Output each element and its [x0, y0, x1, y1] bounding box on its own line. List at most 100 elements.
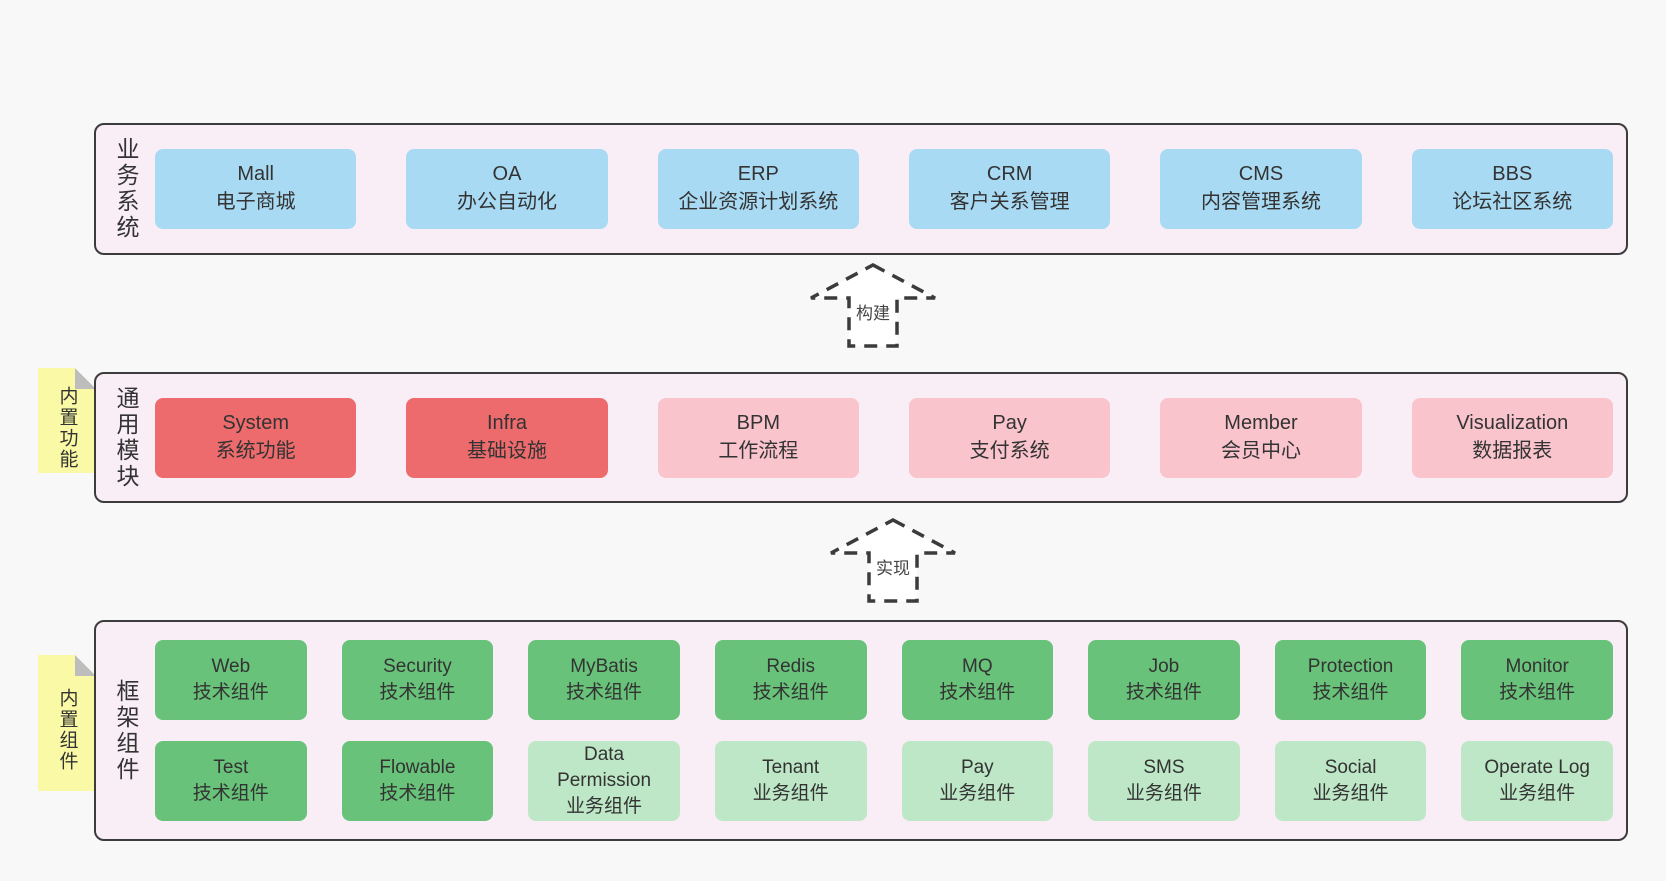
box-title: Infra [486, 411, 527, 434]
box-subtitle: 会员中心 [1220, 439, 1301, 462]
diagram-box-web: Web 技术组件 [155, 640, 307, 720]
box-title: Web [211, 655, 251, 677]
box-title: BPM [736, 411, 780, 434]
box-subtitle: 技术组件 [1312, 682, 1389, 703]
box-title: Mall [237, 163, 274, 186]
box-subtitle: 技术组件 [939, 682, 1016, 703]
box-title: CMS [1238, 163, 1284, 186]
box-title: Operate Log [1484, 756, 1590, 778]
box-subtitle: 工作流程 [718, 439, 799, 462]
box-subtitle: 客户关系管理 [949, 191, 1070, 213]
implement-up-arrow: 实现 [828, 517, 958, 605]
box-subtitle: 业务组件 [1125, 783, 1202, 804]
box-subtitle: 技术组件 [192, 783, 269, 804]
box-title: Social [1324, 756, 1377, 778]
box-subtitle: 业务组件 [752, 783, 829, 804]
box-subtitle: 论坛社区系统 [1452, 191, 1573, 213]
sticky-note-label: 内置组件 [56, 688, 78, 772]
box-title: Pay [992, 411, 1027, 434]
diagram-box-system: System 系统功能 [155, 397, 357, 478]
box-subtitle: 业务组件 [1499, 783, 1576, 804]
diagram-box-mybatis: MyBatis 技术组件 [528, 640, 680, 720]
sticky-note-builtin-components: 内置组件 [38, 655, 96, 791]
panel-side-label: 业务系统 [113, 137, 139, 241]
diagram-box-test: Test 技术组件 [155, 741, 307, 821]
box-title: SMS [1143, 756, 1185, 778]
diagram-box-mq: MQ 技术组件 [901, 640, 1054, 720]
box-subtitle: 支付系统 [969, 439, 1050, 462]
box-subtitle: 技术组件 [379, 783, 456, 804]
diagram-box-flowable: Flowable 技术组件 [341, 741, 494, 821]
box-subtitle: 业务组件 [939, 783, 1016, 804]
build-up-arrow: 构建 [808, 262, 938, 350]
box-title: Redis [766, 655, 815, 677]
diagram-box-tenant: Tenant 业务组件 [714, 741, 867, 821]
framework-row-1: Web 技术组件 Security 技术组件 MyBatis 技术组件 Redi… [155, 640, 1613, 720]
framework-components-rows: Web 技术组件 Security 技术组件 MyBatis 技术组件 Redi… [155, 622, 1613, 839]
box-subtitle: 内容管理系统 [1200, 191, 1321, 213]
box-title: Test [213, 756, 249, 778]
box-title: Flowable [379, 756, 456, 778]
box-subtitle: 业务组件 [566, 796, 643, 818]
box-title: Protection [1307, 655, 1394, 677]
box-subtitle: 技术组件 [566, 682, 643, 703]
diagram-box-job: Job 技术组件 [1088, 640, 1240, 720]
diagram-box-member: Member 会员中心 [1160, 397, 1362, 478]
box-subtitle: 办公自动化 [456, 191, 557, 213]
diagram-box-erp: ERP 企业资源计划系统 [657, 149, 859, 229]
box-title: Security [383, 655, 452, 677]
box-title: MQ [962, 655, 993, 677]
diagram-box-mall: Mall 电子商城 [155, 149, 357, 229]
diagram-box-bpm: BPM 工作流程 [657, 397, 859, 478]
diagram-box-visualization: Visualization 数据报表 [1411, 397, 1613, 478]
box-title: Visualization [1456, 411, 1569, 434]
box-subtitle: 数据报表 [1472, 439, 1553, 462]
common-modules-panel: 通用模块 System 系统功能 Infra 基础设施 BPM 工作流程 Pay… [94, 372, 1628, 503]
sticky-note-label: 内置功能 [56, 385, 78, 470]
diagram-box-sms: SMS 业务组件 [1088, 741, 1240, 821]
folded-corner-icon [75, 655, 96, 676]
diagram-box-operate-log: Operate Log 业务组件 [1461, 741, 1613, 821]
diagram-box-crm: CRM 客户关系管理 [908, 149, 1111, 229]
panel-side-label: 通用模块 [113, 385, 139, 490]
framework-row-2: Test 技术组件 Flowable 技术组件 Data Permission … [155, 741, 1613, 821]
box-subtitle: 系统功能 [215, 439, 296, 462]
diagram-box-security: Security 技术组件 [341, 640, 494, 720]
box-title: OA [492, 163, 522, 186]
framework-components-panel: 框架组件 Web 技术组件 Security 技术组件 MyBatis 技术组件… [94, 620, 1628, 841]
box-subtitle: 基础设施 [466, 439, 547, 462]
box-title: System [222, 411, 289, 434]
diagram-box-social: Social 业务组件 [1274, 741, 1427, 821]
arrow-label: 构建 [853, 299, 893, 324]
box-title: Pay [960, 756, 994, 778]
diagram-box-pay: Pay 支付系统 [908, 397, 1111, 478]
sticky-note-builtin-features: 内置功能 [38, 368, 96, 473]
box-title: CRM [986, 163, 1033, 186]
diagram-box-pay-component: Pay 业务组件 [901, 741, 1054, 821]
box-title: Job [1148, 655, 1180, 677]
box-subtitle: 电子商城 [215, 191, 296, 213]
box-subtitle: 技术组件 [752, 682, 829, 703]
box-title: ERP [737, 163, 779, 186]
common-modules-row: System 系统功能 Infra 基础设施 BPM 工作流程 Pay 支付系统… [155, 374, 1613, 501]
box-title: Monitor [1505, 655, 1569, 677]
box-subtitle: 业务组件 [1312, 783, 1389, 804]
box-subtitle: 技术组件 [192, 682, 269, 703]
box-subtitle: 技术组件 [1125, 682, 1202, 703]
diagram-box-data-permission: Data Permission 业务组件 [528, 741, 680, 821]
diagram-box-bbs: BBS 论坛社区系统 [1411, 149, 1613, 229]
folded-corner-icon [75, 368, 96, 389]
arrow-label: 实现 [873, 554, 913, 579]
diagram-box-oa: OA 办公自动化 [406, 149, 608, 229]
box-subtitle: 技术组件 [1499, 682, 1576, 703]
box-title: Member [1224, 411, 1298, 434]
business-systems-row: Mall 电子商城 OA 办公自动化 ERP 企业资源计划系统 CRM 客户关系… [155, 125, 1613, 253]
box-title: BBS [1492, 163, 1533, 186]
box-subtitle: 企业资源计划系统 [678, 191, 839, 213]
business-systems-panel: 业务系统 Mall 电子商城 OA 办公自动化 ERP 企业资源计划系统 CRM… [94, 123, 1628, 255]
box-title: Data Permission [557, 743, 652, 791]
diagram-box-infra: Infra 基础设施 [406, 397, 608, 478]
diagram-box-protection: Protection 技术组件 [1274, 640, 1427, 720]
box-subtitle: 技术组件 [379, 682, 456, 703]
box-title: MyBatis [570, 655, 638, 677]
